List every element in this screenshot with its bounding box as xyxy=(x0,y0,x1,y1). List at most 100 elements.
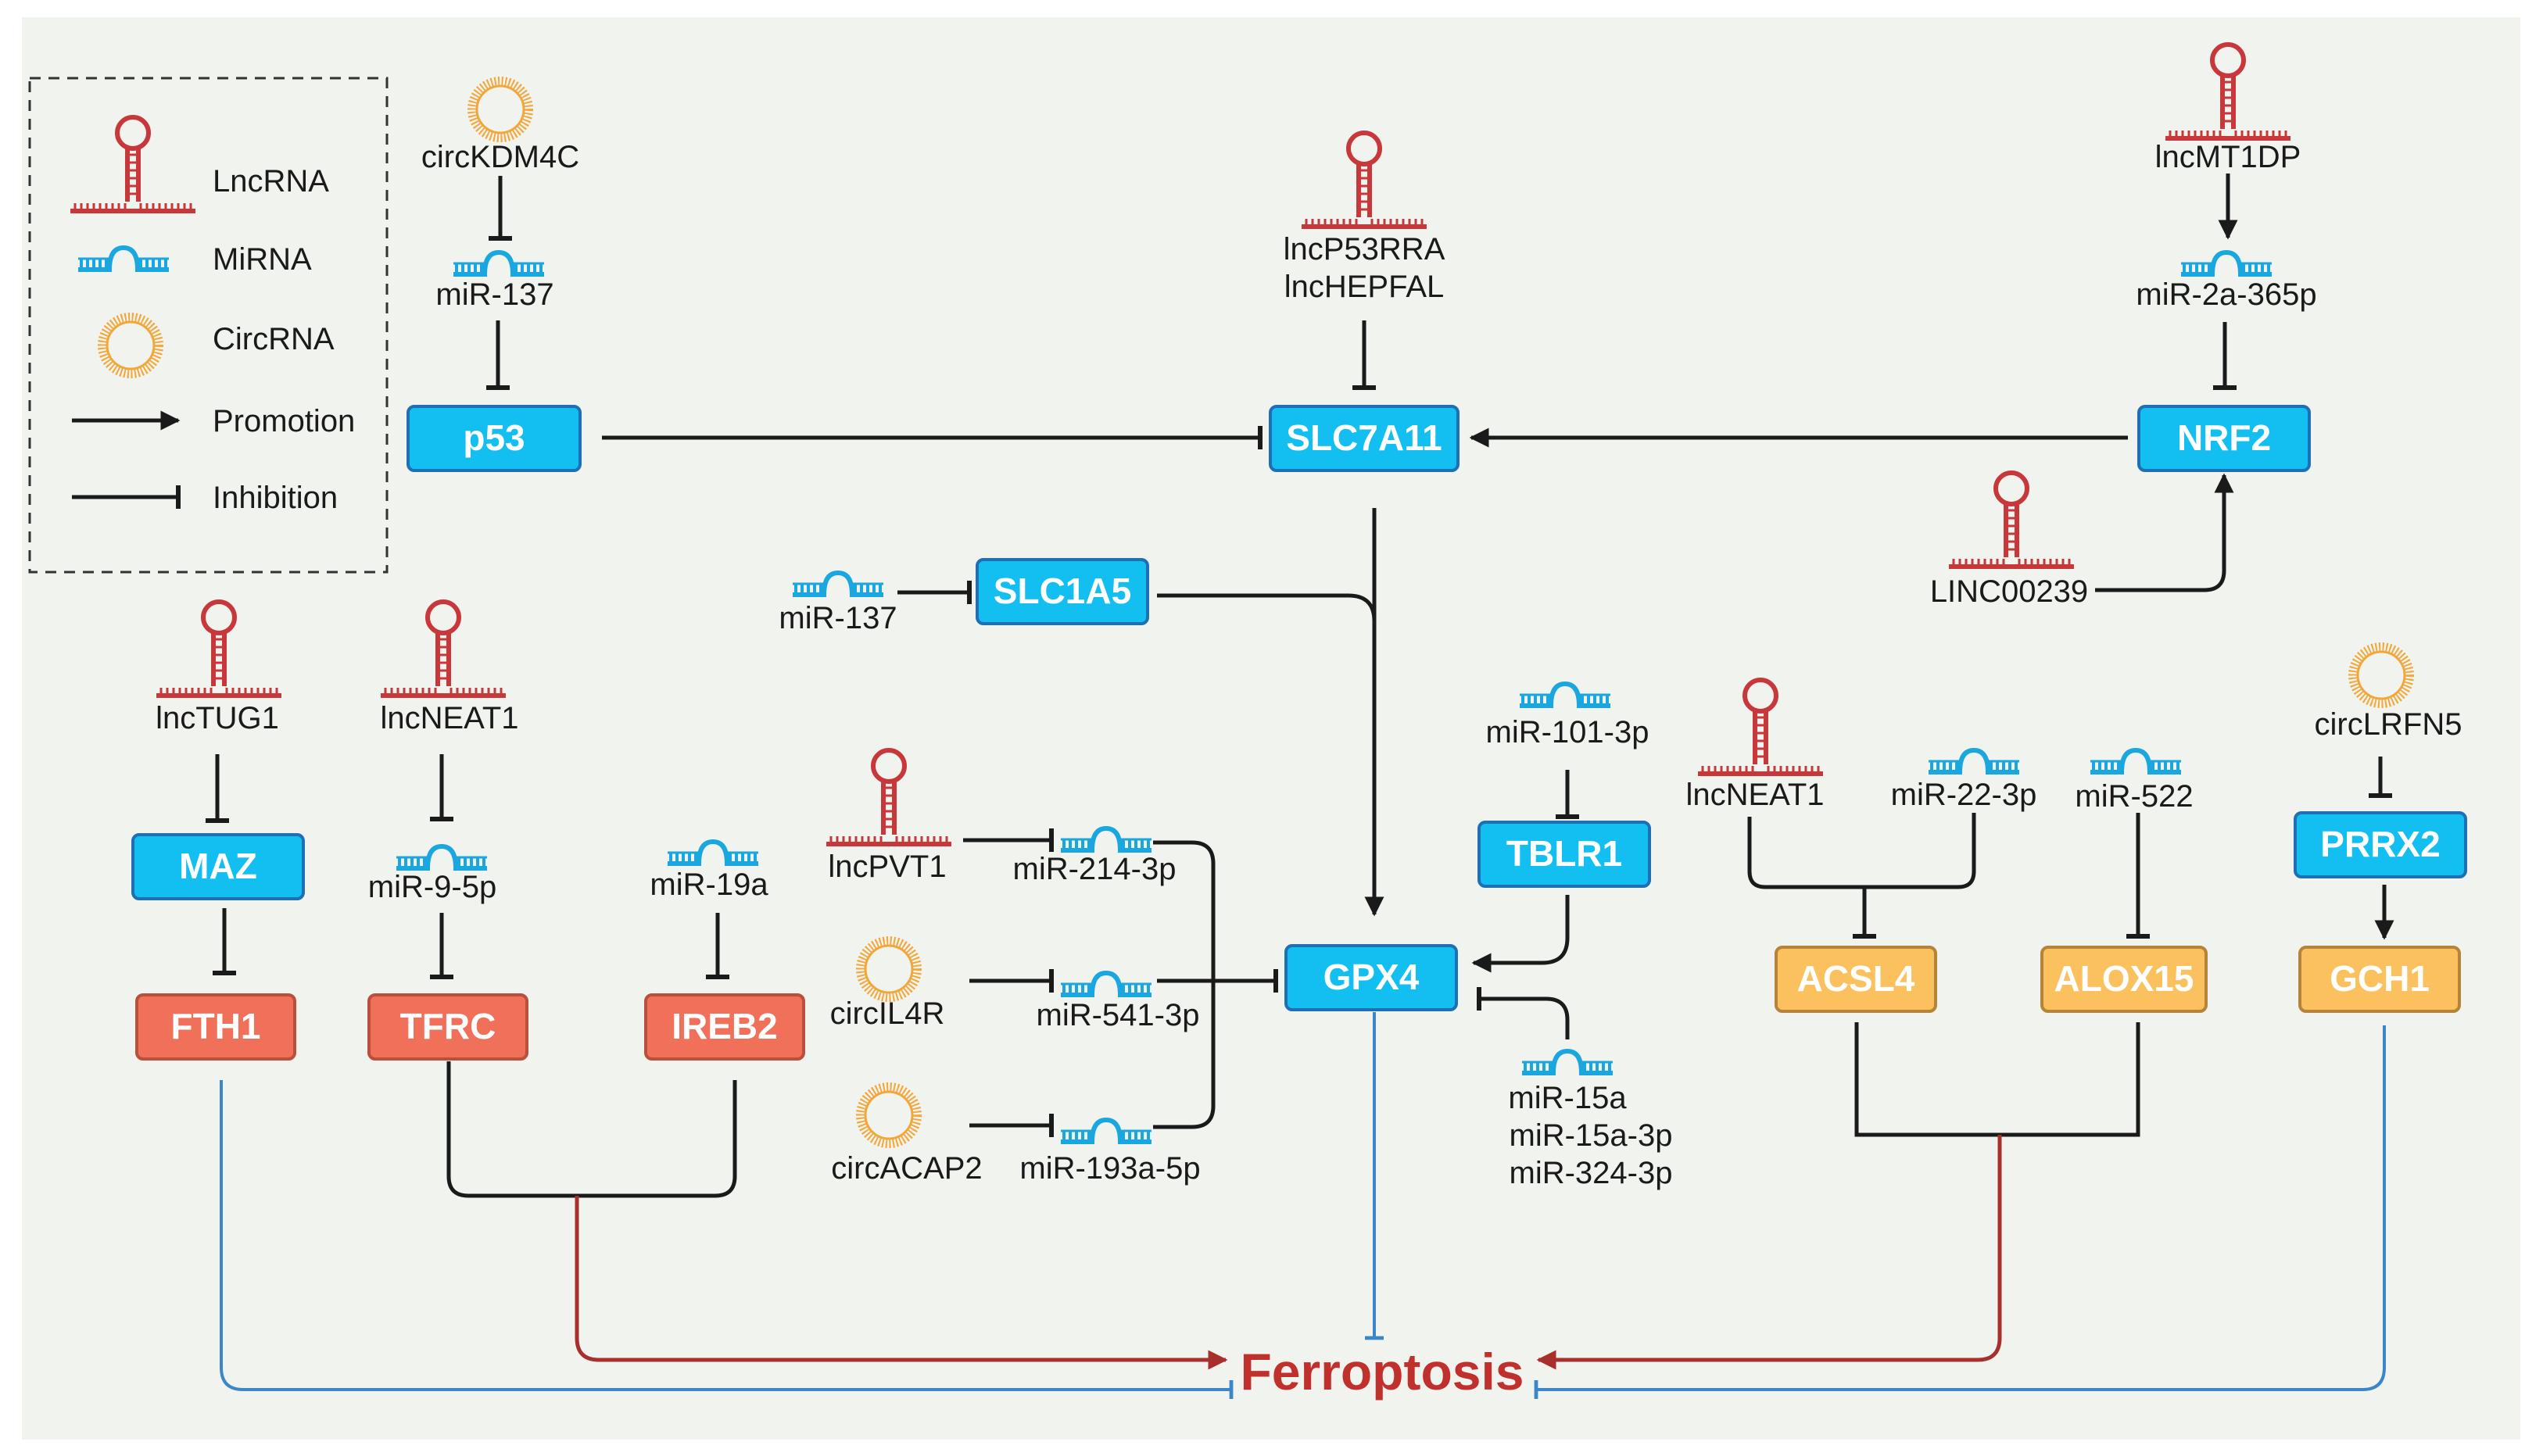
mir522-label: miR-522 xyxy=(2075,779,2193,814)
node-tfrc[interactable]: TFRC xyxy=(367,993,528,1061)
lncp53rra-label: lncP53RRA xyxy=(1284,232,1445,267)
lncp53rra-lncrna-icon xyxy=(1302,133,1427,227)
mir1013p-label: miR-101-3p xyxy=(1486,715,1649,749)
node-slc1a5[interactable]: SLC1A5 xyxy=(976,558,1149,625)
lncneat1-left-label: lncNEAT1 xyxy=(380,701,518,735)
node-p53-label: p53 xyxy=(463,417,525,458)
node-nrf2-label: NRF2 xyxy=(2177,417,2271,458)
mir5413p-mirna-icon xyxy=(1061,973,1152,995)
mir137-top-mirna-icon xyxy=(453,252,544,274)
mir137-mid-label: miR-137 xyxy=(779,601,897,635)
node-slc7a11[interactable]: SLC7A11 xyxy=(1269,405,1460,472)
mir19a-mirna-icon xyxy=(668,842,758,864)
node-fth1-label: FTH1 xyxy=(171,1006,261,1046)
linc00239-label: LINC00239 xyxy=(1930,574,2088,609)
ferroptosis-outcome-label: Ferroptosis xyxy=(1240,1343,1524,1401)
edge-lncneat1-mir223p-join xyxy=(1747,813,1976,889)
legend-mirna-label: MiRNA xyxy=(213,242,312,277)
lncrna-legend-icon xyxy=(70,117,195,211)
circacap2-circrna-icon xyxy=(861,1087,917,1143)
edge-mirna-bracket xyxy=(1153,840,1216,1129)
diagram-panel xyxy=(22,17,2520,1440)
node-p53[interactable]: p53 xyxy=(407,405,582,472)
node-nrf2[interactable]: NRF2 xyxy=(2137,405,2311,472)
edge-fth1-ferroptosis xyxy=(220,1080,1234,1400)
node-ireb2[interactable]: IREB2 xyxy=(644,993,805,1061)
node-prrx2[interactable]: PRRX2 xyxy=(2294,811,2467,878)
node-prrx2-label: PRRX2 xyxy=(2320,824,2440,864)
circlrfn5-circrna-icon xyxy=(2353,647,2409,703)
mir223p-mirna-icon xyxy=(1929,750,2019,772)
node-slc7a11-label: SLC7A11 xyxy=(1286,417,1442,458)
mir2a365p-mirna-icon xyxy=(2181,252,2272,274)
lnchepfal-label: lncHEPFAL xyxy=(1284,270,1445,304)
mir15a3p-label: miR-15a-3p xyxy=(1510,1118,1673,1153)
node-tfrc-label: TFRC xyxy=(400,1006,496,1046)
mir2143p-label: miR-214-3p xyxy=(1013,852,1177,886)
circrna-legend-icon xyxy=(102,317,159,374)
mir19a-label: miR-19a xyxy=(650,868,768,902)
circlrfn5-label: circLRFN5 xyxy=(2315,707,2462,742)
edge-lipid-ferroptosis xyxy=(1536,1135,2002,1370)
edge-acsl4-alox15-bracket xyxy=(1854,1022,2140,1137)
circkdm4c-circrna-icon xyxy=(472,81,528,138)
mir522-mirna-icon xyxy=(2090,750,2181,772)
lncpvt1-label: lncPVT1 xyxy=(828,850,946,884)
mir95p-label: miR-9-5p xyxy=(368,870,496,904)
lnctug1-label: lncTUG1 xyxy=(156,701,279,735)
mir137-mid-mirna-icon xyxy=(793,573,883,595)
mir5413p-label: miR-541-3p xyxy=(1037,998,1200,1032)
mir2a365p-label: miR-2a-365p xyxy=(2136,277,2316,312)
mir193a5p-label: miR-193a-5p xyxy=(1019,1151,1200,1186)
edge-mir15a-gpx4 xyxy=(1477,987,1570,1039)
linc00239-lncrna-icon xyxy=(1949,473,2074,567)
circil4r-circrna-icon xyxy=(861,941,917,997)
node-gch1[interactable]: GCH1 xyxy=(2298,946,2461,1013)
node-maz[interactable]: MAZ xyxy=(131,833,305,900)
mir223p-label: miR-22-3p xyxy=(1891,778,2037,812)
node-gpx4[interactable]: GPX4 xyxy=(1284,944,1458,1011)
mir95p-mirna-icon xyxy=(396,846,487,868)
node-alox15[interactable]: ALOX15 xyxy=(2040,946,2208,1013)
edge-slc1a5-gpx4 xyxy=(1157,593,1377,622)
lncneat1-right-lncrna-icon xyxy=(1698,680,1823,774)
node-tblr1[interactable]: TBLR1 xyxy=(1477,821,1651,888)
circkdm4c-label: circKDM4C xyxy=(421,140,579,174)
edge-tblr1-gpx4 xyxy=(1471,895,1570,973)
mir3243p-label: miR-324-3p xyxy=(1510,1156,1673,1190)
node-gch1-label: GCH1 xyxy=(2330,958,2430,999)
legend-inhibition-label: Inhibition xyxy=(213,481,338,515)
mir1013p-mirna-icon xyxy=(1520,684,1610,706)
node-alox15-label: ALOX15 xyxy=(2054,958,2194,999)
edge-iron-ferroptosis xyxy=(575,1196,1228,1370)
node-ireb2-label: IREB2 xyxy=(672,1006,777,1046)
lncmt1dp-lncrna-icon xyxy=(2165,45,2290,138)
edge-linc00239-nrf2 xyxy=(2095,473,2234,592)
node-gpx4-label: GPX4 xyxy=(1323,957,1420,997)
lncneat1-right-label: lncNEAT1 xyxy=(1685,778,1824,812)
legend-box xyxy=(28,77,389,574)
node-acsl4[interactable]: ACSL4 xyxy=(1775,946,1937,1013)
node-maz-label: MAZ xyxy=(179,846,257,886)
edge-gch1-ferroptosis xyxy=(1534,1025,2386,1400)
node-slc1a5-label: SLC1A5 xyxy=(994,571,1131,611)
legend-circrna-label: CircRNA xyxy=(213,322,335,356)
node-fth1[interactable]: FTH1 xyxy=(135,993,296,1061)
lnctug1-lncrna-icon xyxy=(156,602,281,696)
mir137-top-label: miR-137 xyxy=(435,277,553,312)
lncpvt1-lncrna-icon xyxy=(826,750,951,844)
edge-tfrc-ireb2-bracket xyxy=(446,1061,737,1198)
legend-lncrna-label: LncRNA xyxy=(213,164,329,199)
lncmt1dp-label: lncMT1DP xyxy=(2155,140,2301,174)
mir2143p-mirna-icon xyxy=(1061,828,1152,850)
circacap2-label: circACAP2 xyxy=(831,1151,982,1186)
circil4r-label: circIL4R xyxy=(830,996,945,1031)
lncneat1-left-lncrna-icon xyxy=(381,602,506,696)
mir15a-label: miR-15a xyxy=(1508,1081,1627,1115)
legend-promotion-label: Promotion xyxy=(213,404,355,438)
mir193a5p-mirna-icon xyxy=(1061,1120,1152,1142)
node-acsl4-label: ACSL4 xyxy=(1797,958,1915,999)
mirna-legend-icon xyxy=(78,248,169,270)
node-tblr1-label: TBLR1 xyxy=(1506,833,1622,874)
